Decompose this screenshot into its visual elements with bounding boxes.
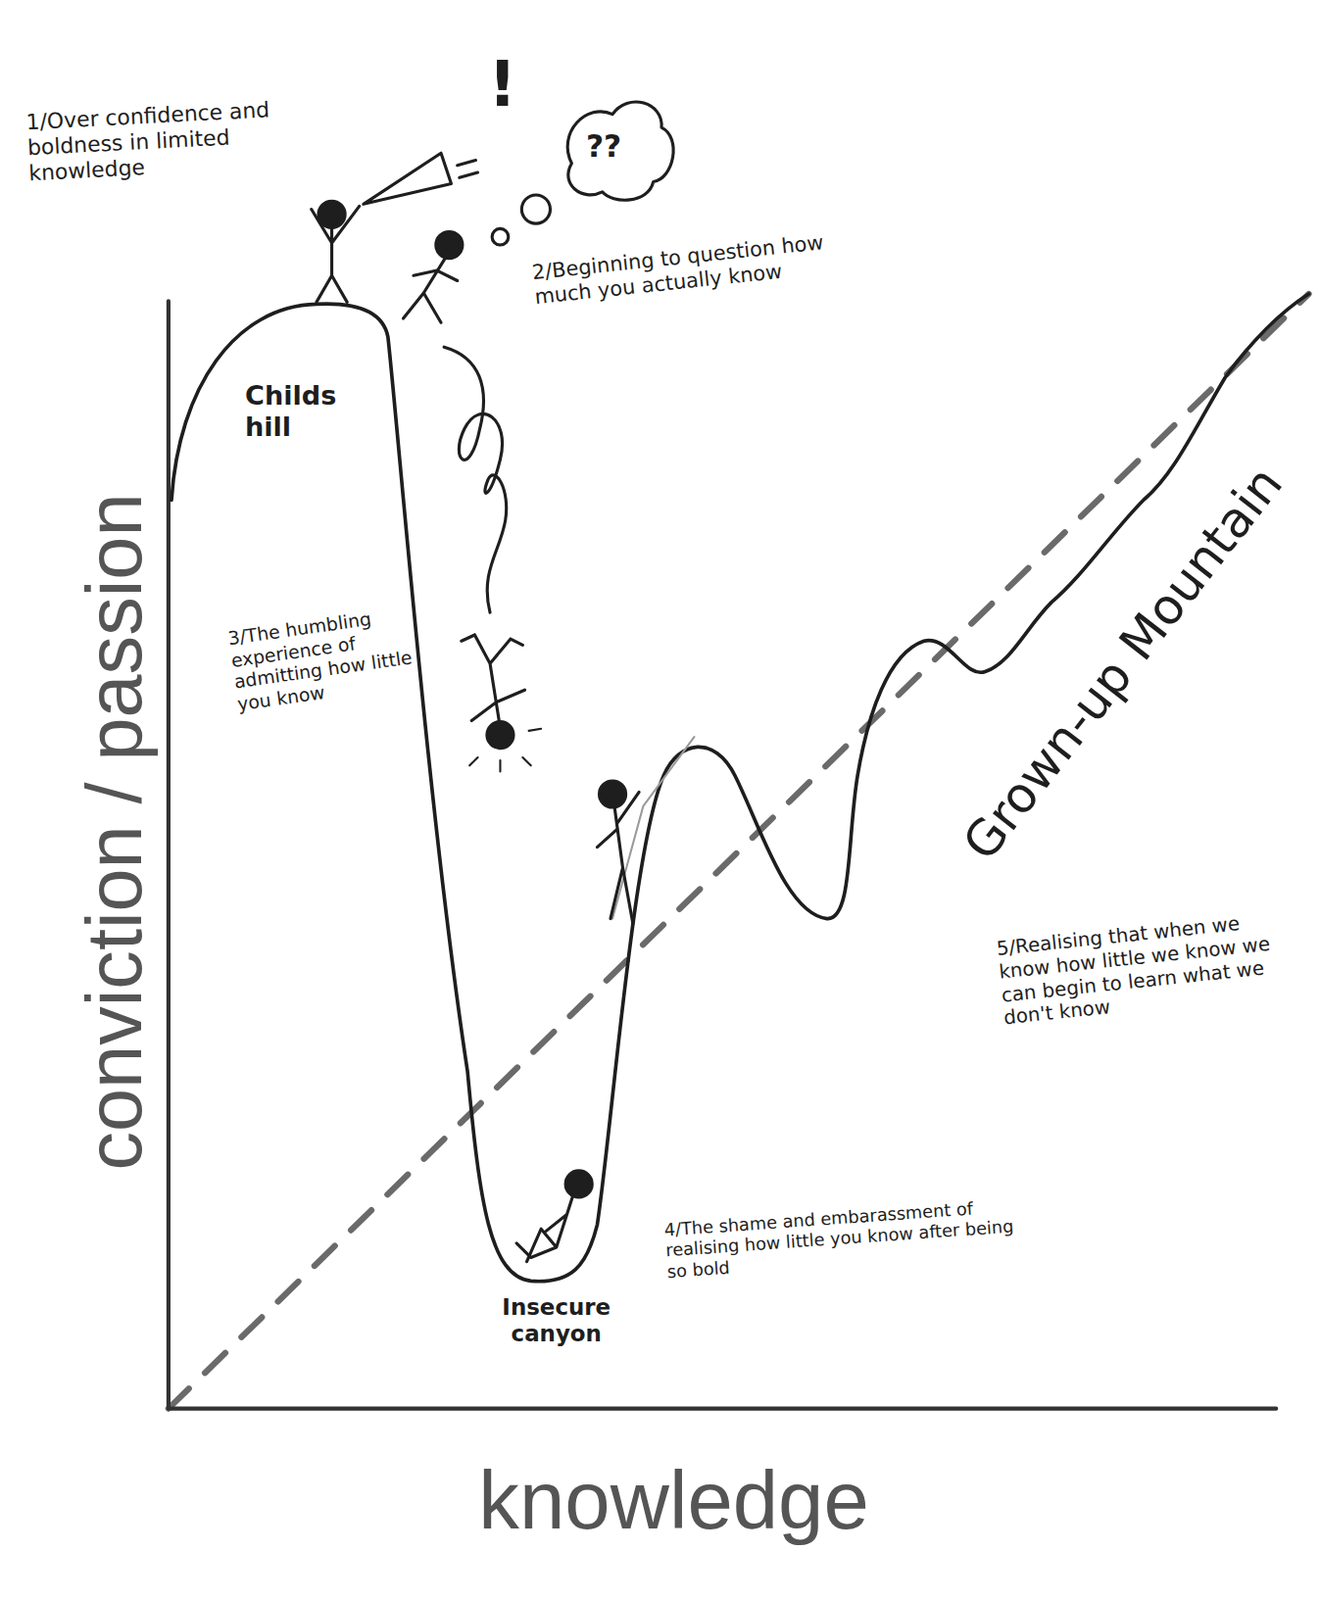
place-name: Childs hill — [244, 380, 358, 444]
axis-title: knowledge — [478, 1451, 869, 1550]
place-name: Insecure canyon — [480, 1294, 634, 1349]
axes — [168, 300, 1276, 1409]
stick-figure-climbing — [596, 736, 694, 925]
stage-note: 5/Realising that when we know how little… — [995, 907, 1290, 1030]
exclamation-mark: ! — [488, 47, 517, 123]
stage-note: 1/Over confidence and boldness in limite… — [25, 96, 305, 188]
stick-figure-falling — [461, 635, 541, 773]
stick-figure-sitting — [516, 1171, 592, 1263]
stage-note: 3/The humbling experience of admitting h… — [226, 600, 432, 716]
axis-title: conviction / passion — [67, 493, 161, 1172]
question-marks: ?? — [586, 128, 622, 166]
stage-note: 2/Beginning to question how much you act… — [531, 228, 841, 309]
place-name: Grown-up Mountain — [951, 455, 1295, 872]
fall-trail — [443, 346, 507, 613]
stage-note: 4/The shame and embarassment of realisin… — [663, 1194, 1035, 1283]
journey-curve — [171, 293, 1310, 1282]
diagonal-dashed-line — [168, 293, 1310, 1410]
